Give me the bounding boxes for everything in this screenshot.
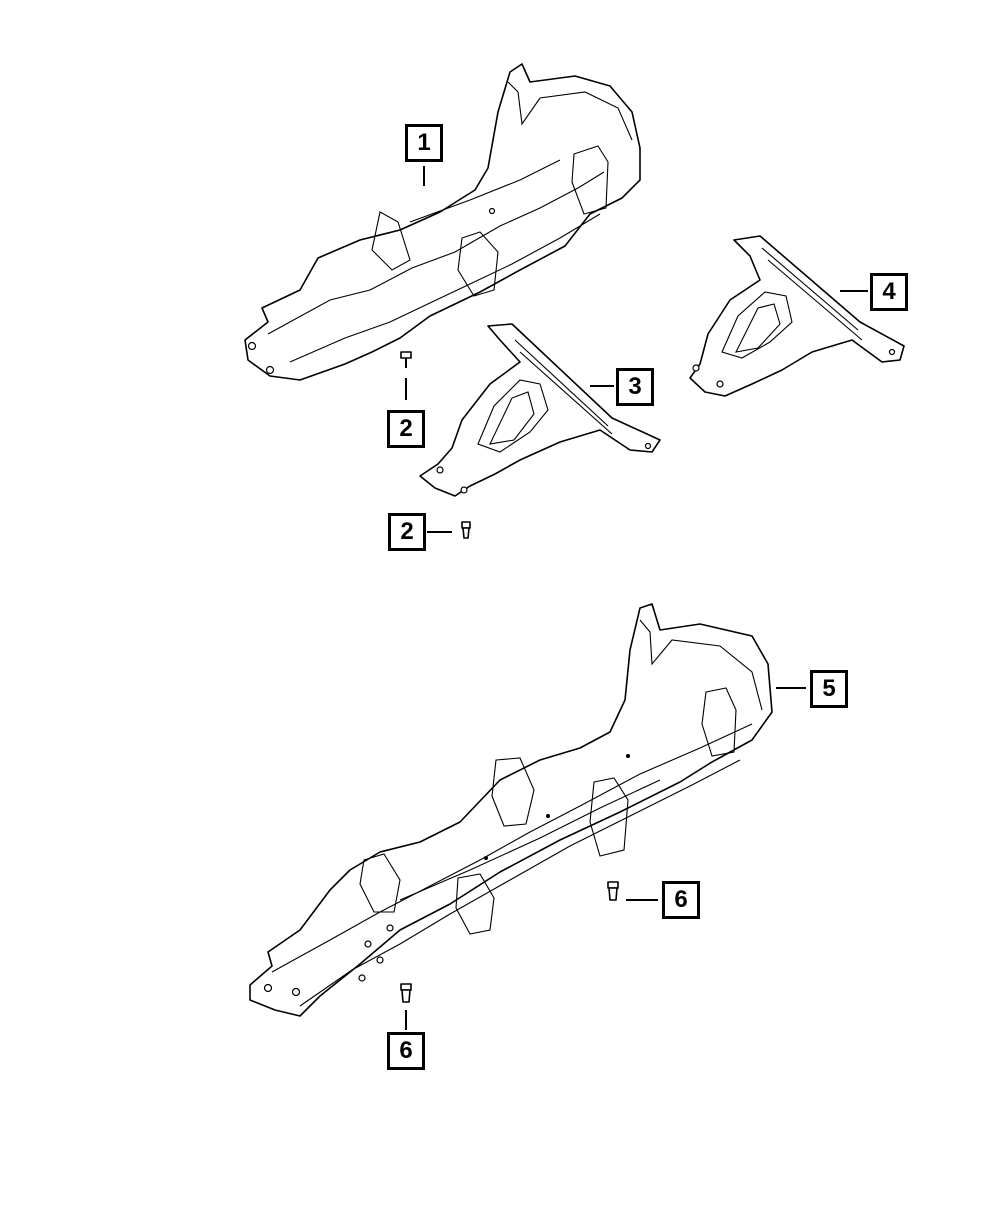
callout-1: 1: [405, 124, 443, 162]
callout-2-upper: 2: [387, 410, 425, 448]
callout-3: 3: [616, 368, 654, 406]
bolt-part-6-right: [607, 881, 658, 901]
crossmember-part-3: [419, 323, 661, 497]
callout-5: 5: [810, 670, 848, 708]
bolt-part-6-lower: [400, 983, 412, 1030]
callout-4: 4: [870, 273, 908, 311]
bolt-part-2-lower: [427, 521, 471, 539]
callout-2-lower: 2: [388, 513, 426, 551]
skid-plate-part-5: [249, 603, 806, 1017]
skid-plate-part-1: [244, 63, 641, 381]
callout-6-lower: 6: [387, 1032, 425, 1070]
callout-6-right: 6: [662, 881, 700, 919]
bolt-part-2-upper: [400, 351, 412, 400]
crossmember-part-4: [689, 235, 905, 397]
